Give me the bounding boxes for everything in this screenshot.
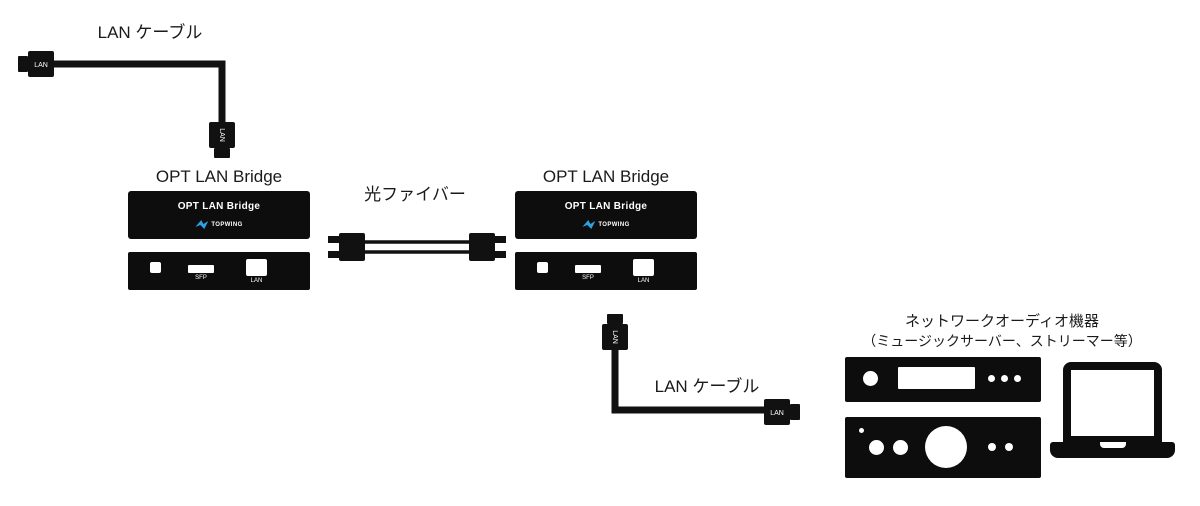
- connector-label: LAN: [218, 128, 225, 142]
- lan-port-label: LAN: [637, 278, 650, 284]
- button: [1001, 375, 1008, 382]
- topwing-logo: TOPWING: [582, 220, 629, 230]
- bridge-right-title: OPT LAN Bridge: [542, 167, 670, 186]
- opt-lan-bridge-right-front: OPT LAN Bridge TOPWING: [515, 191, 697, 239]
- audio-heading-line1: ネットワークオーディオ機器: [905, 313, 1099, 330]
- button: [1014, 375, 1021, 382]
- opt-lan-bridge-left-front: OPT LAN Bridge TOPWING: [128, 191, 310, 239]
- fiber-connector-right: [469, 233, 506, 261]
- sfp-port: [575, 265, 601, 273]
- label-lan-cable-bottom: LAN ケーブル: [654, 377, 760, 396]
- power-led: [859, 428, 864, 433]
- device-front-label: OPT LAN Bridge: [177, 201, 261, 212]
- fiber-connector-left: [328, 233, 365, 261]
- knob: [869, 440, 884, 455]
- connector-label: LAN: [34, 62, 48, 69]
- knob: [893, 440, 908, 455]
- topwing-logo-text: TOPWING: [598, 222, 630, 228]
- volume-knob: [925, 426, 967, 468]
- rj45-connector-down: LAN: [209, 122, 235, 158]
- sfp-port: [188, 265, 214, 273]
- rj45-connector-up: LAN: [602, 314, 628, 350]
- audio-device-amplifier: [845, 417, 1041, 478]
- laptop-screen: [1063, 362, 1162, 442]
- audio-heading-line2: （ミュージックサーバー、ストリーマー等）: [862, 333, 1142, 349]
- optical-fiber-cable: [328, 233, 506, 261]
- opt-lan-bridge-left-rear: SFP LAN: [128, 252, 310, 290]
- topwing-logo: TOPWING: [195, 220, 242, 230]
- lan-cable-bottom-wire: [611, 350, 764, 414]
- lan-port: [246, 259, 267, 276]
- connector-label: LAN: [611, 330, 618, 344]
- lan-cable-top-wire: [54, 60, 226, 122]
- label-optical-fiber: 光ファイバー: [364, 185, 466, 204]
- label-lan-cable-top: LAN ケーブル: [97, 23, 203, 42]
- laptop-notch: [1099, 442, 1126, 448]
- rj45-connector-left: LAN: [18, 51, 54, 77]
- button: [988, 443, 996, 451]
- knob: [863, 371, 878, 386]
- audio-device-streamer: [845, 357, 1041, 402]
- rj45-connector-right: LAN: [764, 399, 800, 425]
- display: [898, 367, 975, 389]
- laptop-base: [1050, 442, 1175, 458]
- sfp-port-label: SFP: [582, 275, 594, 281]
- bridge-left-title: OPT LAN Bridge: [155, 167, 283, 186]
- lan-port: [633, 259, 654, 276]
- device-front-label: OPT LAN Bridge: [564, 201, 648, 212]
- connector-label: LAN: [770, 410, 784, 417]
- laptop-screen-display: [1071, 370, 1154, 436]
- topwing-logo-text: TOPWING: [211, 222, 243, 228]
- topwing-logo-icon: [582, 220, 596, 229]
- power-port: [150, 262, 161, 273]
- button: [1005, 443, 1013, 451]
- lan-cable-top: LAN LAN: [18, 51, 235, 158]
- topwing-logo-icon: [195, 220, 209, 229]
- opt-lan-bridge-right-rear: SFP LAN: [515, 252, 697, 290]
- sfp-port-label: SFP: [195, 275, 207, 281]
- lan-cable-bottom: LAN LAN: [602, 314, 800, 425]
- power-port: [537, 262, 548, 273]
- audio-equipment-heading: ネットワークオーディオ機器 （ミュージックサーバー、ストリーマー等）: [822, 310, 1182, 351]
- button: [988, 375, 995, 382]
- lan-port-label: LAN: [250, 278, 263, 284]
